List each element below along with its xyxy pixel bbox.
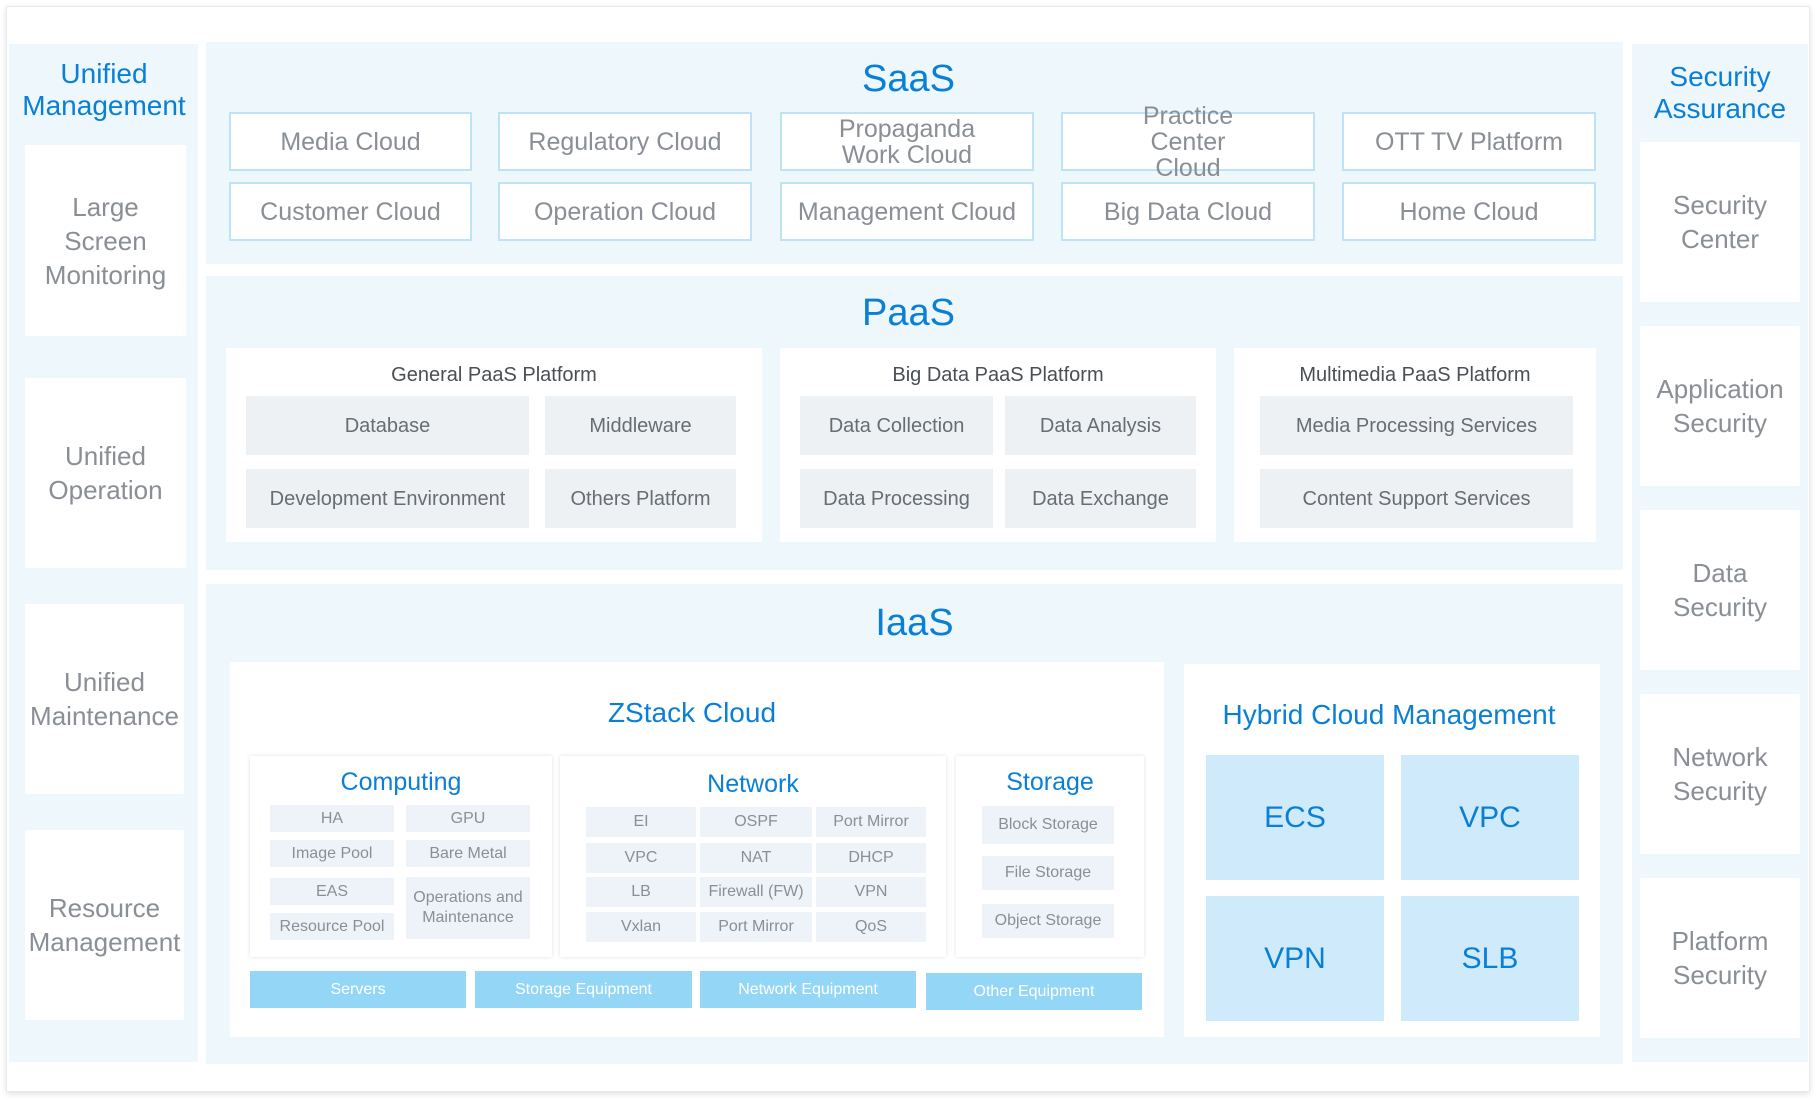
net-nat: NAT [700,843,812,873]
storage-equipment: Storage Equipment [475,971,692,1008]
net-lb: LB [586,877,696,907]
customer-cloud: Customer Cloud [229,182,472,241]
zstack-cloud-title: ZStack Cloud [607,697,777,728]
eas: EAS [270,878,394,905]
media-cloud: Media Cloud [229,112,472,171]
net-ei: EI [586,807,696,837]
vpc-box: VPC [1401,755,1579,880]
gpu: GPU [406,805,530,832]
net-vxlan: Vxlan [586,912,696,942]
data-exchange: Data Exchange [1005,469,1196,528]
saas-title: SaaS [862,58,955,100]
ecs-box: ECS [1206,755,1384,880]
practice-center-cloud: Practice Center Cloud [1061,103,1315,181]
propaganda-work-cloud: Propaganda Work Cloud [780,112,1034,171]
block-storage: Block Storage [982,806,1114,844]
others-platform: Others Platform [545,469,736,528]
regulatory-cloud: Regulatory Cloud [498,112,752,171]
data-processing: Data Processing [800,469,993,528]
image-pool: Image Pool [270,840,394,867]
slb-box: SLB [1401,896,1579,1021]
resource-pool: Resource Pool [270,913,394,940]
large-screen-monitoring: Large Screen Monitoring [25,145,186,336]
bare-metal: Bare Metal [406,840,530,867]
management-cloud: Management Cloud [780,182,1034,241]
data-analysis: Data Analysis [1005,396,1196,455]
network-equipment: Network Equipment [700,971,916,1008]
operation-cloud: Operation Cloud [498,182,752,241]
net-qos: QoS [816,912,926,942]
development-environment: Development Environment [246,469,529,528]
net-port-mirror-2: Port Mirror [700,912,812,942]
net-vpn: VPN [816,877,926,907]
platform-security: Platform Security [1640,878,1800,1038]
net-ospf: OSPF [700,807,812,837]
home-cloud: Home Cloud [1342,182,1596,241]
vpn-box: VPN [1206,896,1384,1021]
media-processing-services: Media Processing Services [1260,396,1573,455]
paas-title: PaaS [862,292,955,334]
ha: HA [270,805,394,832]
servers: Servers [250,971,466,1008]
resource-management: Resource Management [25,830,184,1020]
unified-management-title: Unified Management [22,58,186,122]
unified-maintenance: Unified Maintenance [25,604,184,794]
net-vpc: VPC [586,843,696,873]
hybrid-cloud-title: Hybrid Cloud Management [1222,699,1556,730]
operations-and-maintenance: Operations and Maintenance [406,877,530,939]
iaas-title: IaaS [875,602,954,644]
content-support-services: Content Support Services [1260,469,1573,528]
security-assurance-title: Security Assurance [1653,61,1787,125]
data-security: Data Security [1640,510,1800,670]
other-equipment: Other Equipment [926,973,1142,1010]
object-storage: Object Storage [982,904,1114,938]
computing-title: Computing [340,768,462,796]
unified-operation: Unified Operation [25,378,186,568]
net-firewall: Firewall (FW) [700,877,812,907]
multimedia-paas-title: Multimedia PaaS Platform [1299,364,1531,386]
data-collection: Data Collection [800,396,993,455]
database: Database [246,396,529,455]
bigdata-paas-title: Big Data PaaS Platform [892,364,1104,386]
storage-title: Storage [1006,768,1094,796]
net-dhcp: DHCP [816,843,926,873]
big-data-cloud: Big Data Cloud [1061,182,1315,241]
net-port-mirror: Port Mirror [816,807,926,837]
file-storage: File Storage [982,856,1114,890]
network-title: Network [707,770,799,798]
network-security: Network Security [1640,694,1800,854]
security-center: Security Center [1640,142,1800,302]
ott-tv-platform: OTT TV Platform [1342,112,1596,171]
general-paas-title: General PaaS Platform [391,364,597,386]
application-security: Application Security [1640,326,1800,486]
middleware: Middleware [545,396,736,455]
